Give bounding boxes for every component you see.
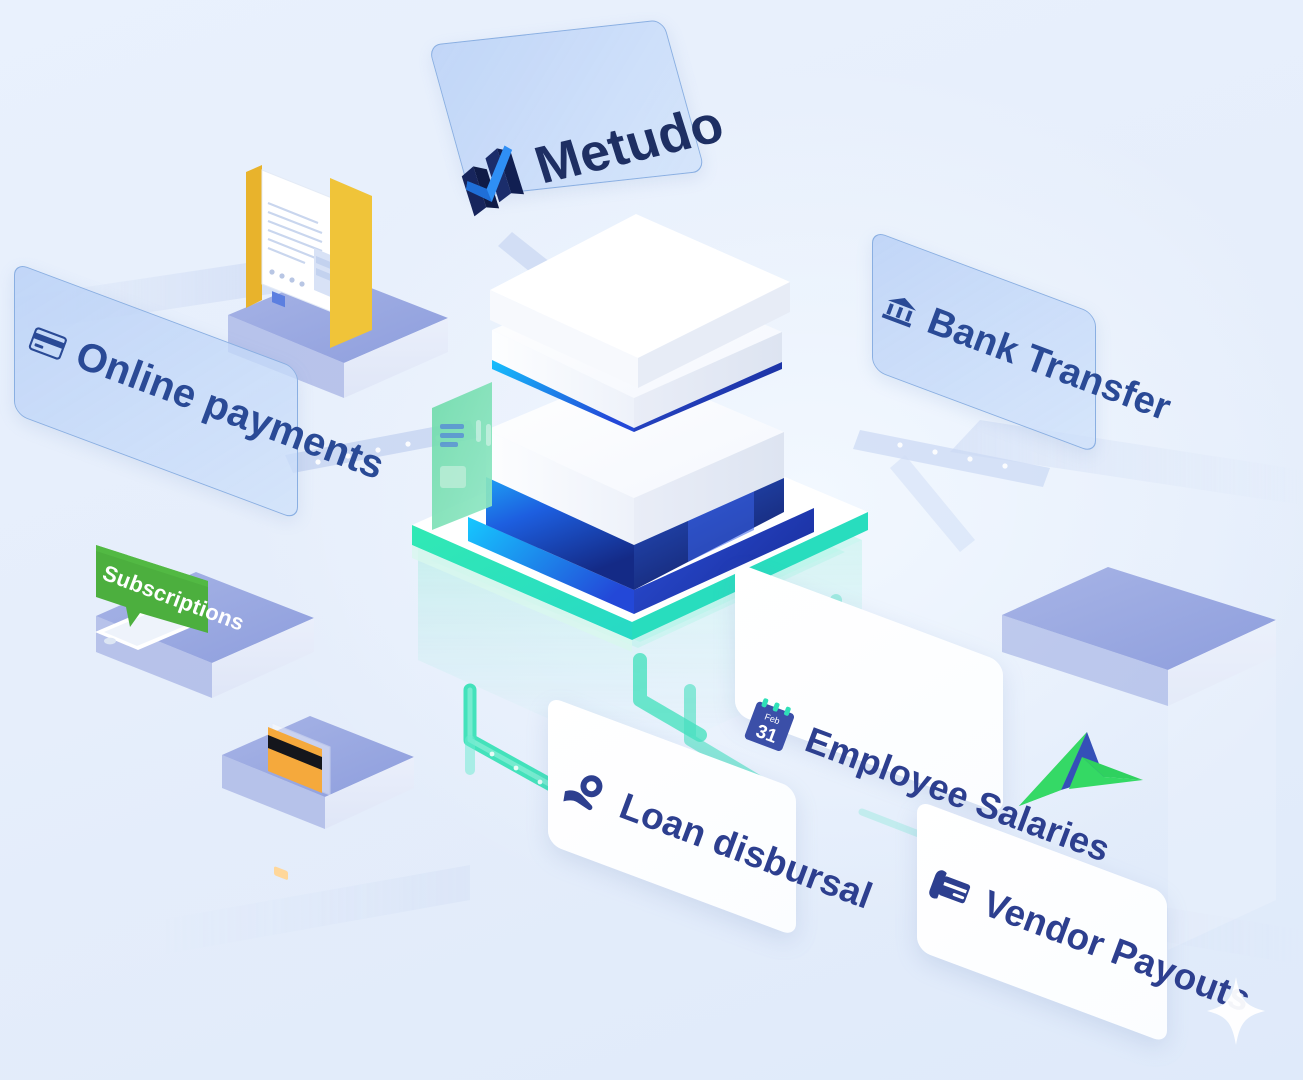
credit-card [268,722,331,880]
ghost-panel [1168,620,1276,950]
server-tower [412,214,868,652]
green-card [432,382,492,530]
paper-plane [1019,732,1143,806]
platform-plane [1002,567,1276,706]
sparkle-icon [1207,977,1265,1045]
connector-bank [890,455,975,552]
